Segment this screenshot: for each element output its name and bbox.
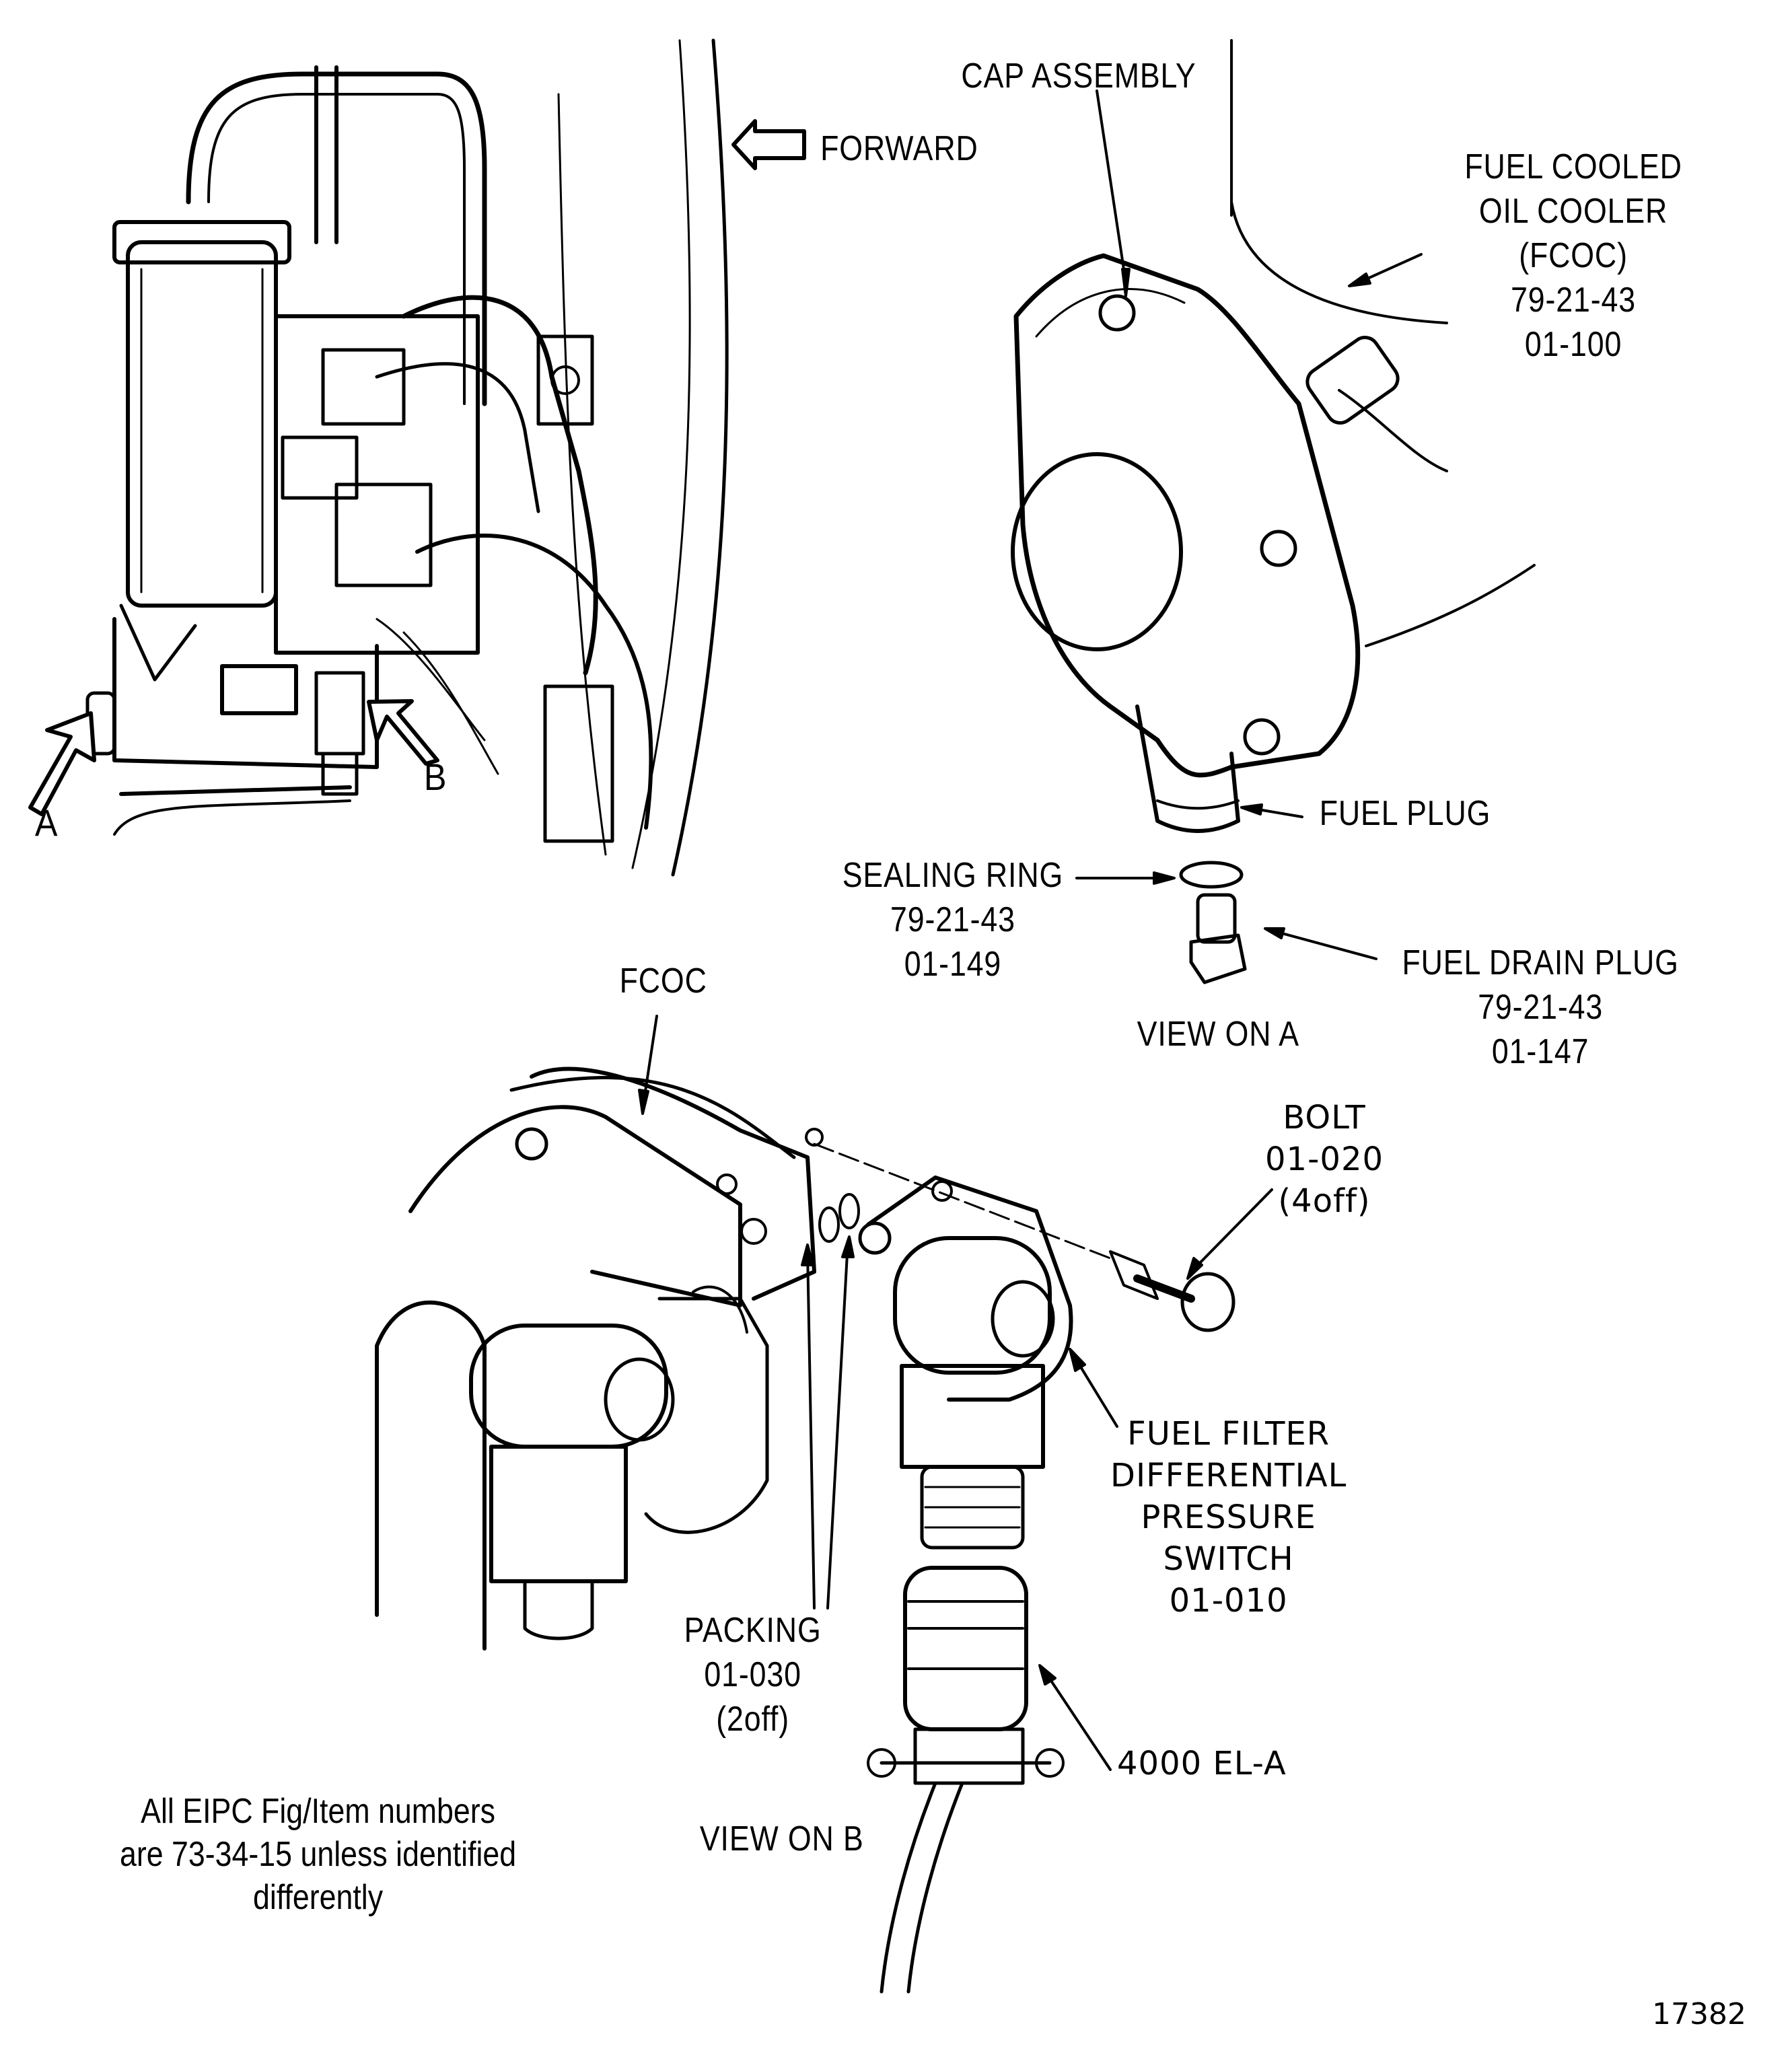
view-arrow-a-icon [28,711,96,816]
eipc-note: All EIPC Fig/Item numbers are 73-34-15 u… [120,1790,516,1919]
cap-assembly-label: CAP ASSEMBLY [961,54,1196,98]
fuel-drain-plug-line-3: 01-147 [1491,1032,1589,1071]
note-line-2: are 73-34-15 unless identified [119,1835,517,1874]
fcoc-cap-drawing [1011,39,1536,984]
fcoc-line-1: FUEL COOLED [1464,147,1682,186]
bolt-line-1: BOLT [1283,1099,1366,1136]
fcoc-line-2: OIL COOLER [1478,192,1668,231]
fcoc-line-3: (FCOC) [1519,236,1628,275]
fuel-drain-plug-line-1: FUEL DRAIN PLUG [1402,943,1679,982]
switch-line-3: PRESSURE [1141,1498,1316,1536]
view-on-b-title: VIEW ON B [699,1819,864,1858]
sealing-ring-line-2: 79-21-43 [890,900,1015,939]
fcoc-line-4: 79-21-43 [1511,281,1636,320]
switch-installation-drawing [375,1066,1235,1994]
sealing-ring-line-1: SEALING RING [842,856,1064,895]
view-on-a-title: VIEW ON A [1137,1015,1299,1054]
packing-line-3: (2off) [716,1700,789,1739]
cap-assembly-text: CAP ASSEMBLY [961,57,1196,96]
switch-line-1: FUEL FILTER [1127,1415,1330,1453]
note-line-1: All EIPC Fig/Item numbers [141,1792,495,1831]
switch-line-2: DIFFERENTIAL [1110,1457,1347,1494]
fcoc-view-b-label: FCOC [620,959,707,1003]
figure-number: 17382 [1652,1997,1746,2031]
bolt-line-3: (4off) [1278,1182,1371,1220]
connector-label: 4000 EL-A [1117,1743,1287,1784]
sealing-ring-label: SEALING RING 79-21-43 01-149 [843,853,1063,986]
fuel-plug-label: FUEL PLUG [1320,791,1491,836]
forward-arrow-icon [731,119,806,170]
bolt-label: BOLT 01-020 (4off) [1265,1097,1384,1222]
forward-label: FORWARD [820,129,978,168]
fuel-plug-text: FUEL PLUG [1319,794,1491,833]
note-line-3: differently [253,1878,384,1917]
fcoc-line-5: 01-100 [1524,325,1622,364]
view-arrow-a-letter: A [34,801,58,844]
packing-label: PACKING 01-030 (2off) [684,1608,822,1741]
view-arrow-b-letter: B [423,756,447,798]
packing-line-2: 01-030 [704,1655,801,1694]
packing-line-1: PACKING [684,1611,822,1650]
fuel-drain-plug-line-2: 79-21-43 [1478,988,1604,1027]
fuel-drain-plug-label: FUEL DRAIN PLUG 79-21-43 01-147 [1402,941,1678,1074]
switch-line-5: 01-010 [1169,1582,1288,1620]
switch-line-4: SWITCH [1163,1540,1294,1578]
sealing-ring-line-3: 01-149 [904,945,1002,984]
bolt-line-2: 01-020 [1265,1141,1384,1178]
fcoc-label: FUEL COOLED OIL COOLER (FCOC) 79-21-43 0… [1464,145,1682,367]
leader-lines-view-b [638,1015,1273,1771]
engine-overview-drawing [85,38,729,877]
view-arrow-b-icon [367,699,439,766]
connector-text: 4000 EL-A [1117,1745,1287,1782]
fcoc-view-b-text: FCOC [619,962,707,1001]
pressure-switch-label: FUEL FILTER DIFFERENTIAL PRESSURE SWITCH… [1110,1413,1347,1622]
leader-lines-view-a [1075,89,1423,960]
